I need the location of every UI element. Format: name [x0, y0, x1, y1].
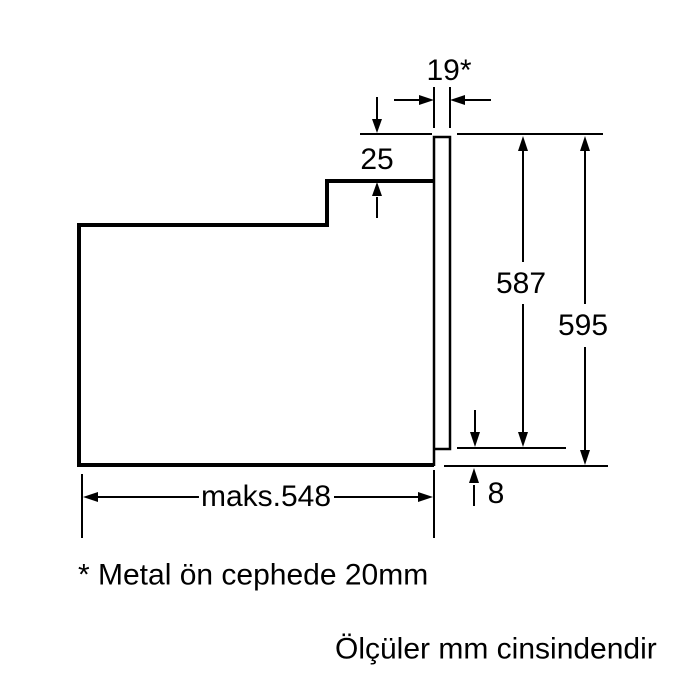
dim-label-top-offset: 25: [358, 143, 396, 176]
oven-front-panel: [432, 135, 452, 466]
dim-548-extension-lines: [81, 470, 435, 538]
dimension-arrowheads: [83, 95, 590, 502]
dim-595-arrow-top: [580, 136, 590, 151]
dim-548-arrow-left: [83, 492, 98, 502]
dim-19-arrow-right: [450, 95, 465, 105]
dim-548-arrow-right: [418, 492, 433, 502]
dim-587-arrow-top: [518, 136, 528, 151]
appliance-outline: [77, 135, 452, 467]
dim-label-total-height: 595: [555, 309, 611, 342]
footnote-text: * Metal ön cephede 20mm: [78, 558, 429, 592]
dim-8-shafts: [473, 410, 476, 506]
dim-8-arrow-up: [469, 468, 479, 483]
oven-body-outline: [77, 179, 434, 467]
dim-label-front-thickness: 19*: [424, 54, 474, 87]
dim-label-niche-height: 587: [493, 267, 549, 300]
dimension-lines: [81, 87, 608, 538]
dim-25-arrow-up: [372, 182, 382, 196]
bottom-reference-lines: [444, 447, 608, 467]
dim-19-extension-lines: [433, 87, 451, 128]
units-note: Ölçüler mm cinsindendir: [335, 632, 657, 666]
dim-595-arrow-bottom: [580, 450, 590, 465]
dim-587-arrow-bottom: [518, 432, 528, 447]
dim-25-arrow-down: [372, 119, 382, 133]
dim-label-bottom-gap: 8: [485, 477, 507, 510]
dim-8-arrow-down: [470, 432, 480, 447]
dim-19-arrow-left: [419, 95, 434, 105]
dim-label-depth: maks.548: [198, 480, 334, 513]
